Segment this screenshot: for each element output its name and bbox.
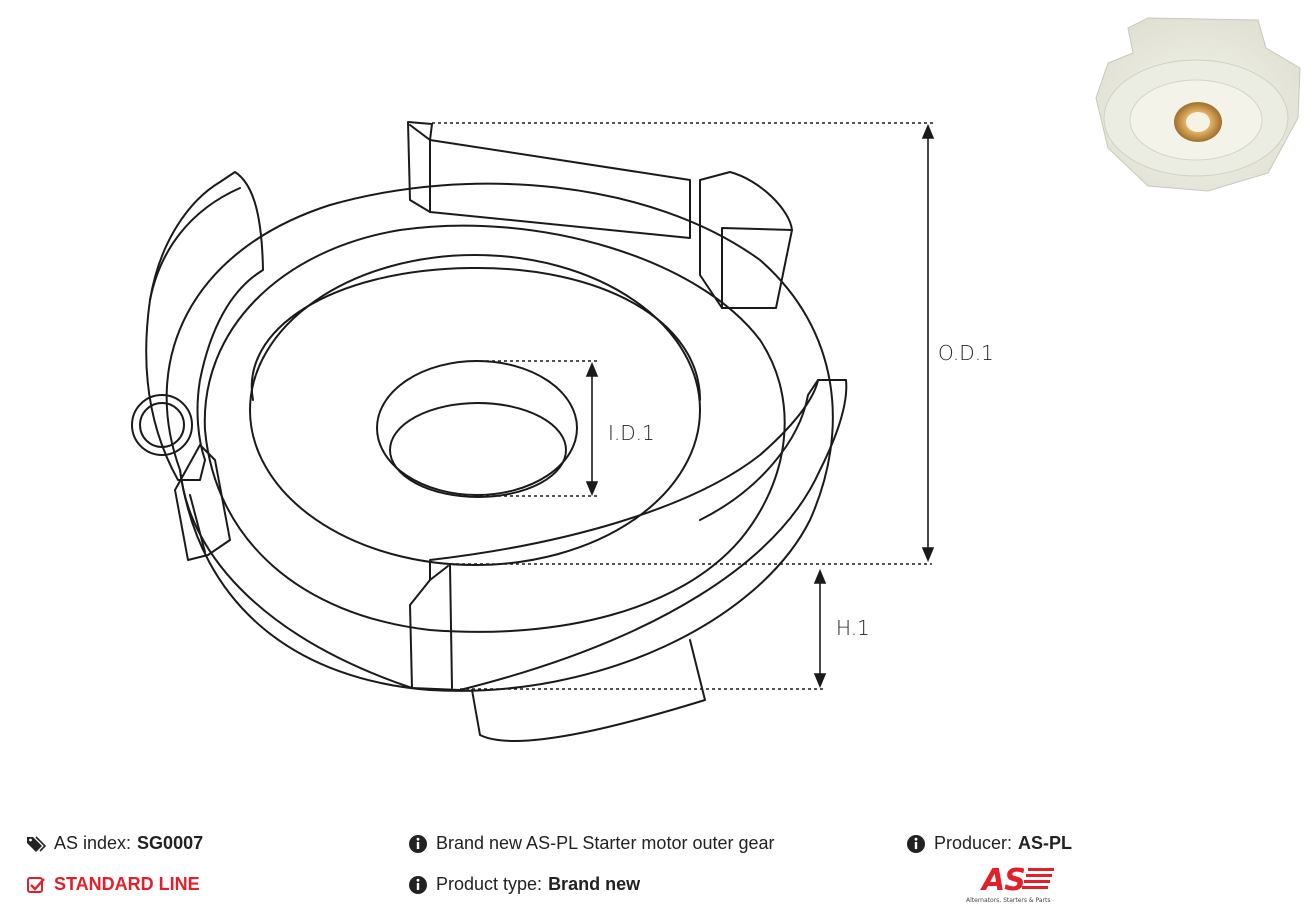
info-circle-icon xyxy=(907,834,925,853)
info-circle-icon xyxy=(409,834,427,853)
bore-outer xyxy=(376,360,578,496)
tab-top xyxy=(407,121,691,239)
technical-drawing: O.D.1 I.D.1 H.1 xyxy=(131,121,994,742)
recess-ring-inner xyxy=(250,266,701,401)
description-text: Brand new AS-PL Starter motor outer gear xyxy=(436,833,775,853)
standard-line-label: STANDARD LINE xyxy=(54,874,200,894)
recess-ring-outer xyxy=(249,254,701,566)
check-square-icon xyxy=(27,876,45,893)
standard-line-row: STANDARD LINE xyxy=(26,874,200,895)
h-label: H.1 xyxy=(836,616,870,640)
arc-tab-front xyxy=(409,379,848,691)
od-label: O.D.1 xyxy=(938,341,994,365)
product-type-label: Product type: xyxy=(436,874,543,894)
product-type-row: Product type: Brand new xyxy=(408,874,640,895)
as-index-value: SG0007 xyxy=(137,833,204,853)
tags-icon xyxy=(27,835,46,852)
producer-value: AS-PL xyxy=(1018,833,1073,853)
producer-row: Producer: AS-PL xyxy=(906,833,1072,854)
id-label: I.D.1 xyxy=(608,421,655,445)
left-boss xyxy=(131,394,193,456)
info-circle-icon xyxy=(409,875,427,894)
outer-rim xyxy=(165,182,834,692)
as-index-label: AS index: xyxy=(54,833,132,853)
as-pl-logo: AS Alternators, Starters & Parts xyxy=(966,863,1054,904)
tab-left-lower xyxy=(174,444,231,561)
tab-right xyxy=(699,171,793,309)
svg-text:AS: AS xyxy=(980,863,1025,898)
product-type-value: Brand new xyxy=(548,874,641,894)
svg-text:Alternators, Starters & Parts: Alternators, Starters & Parts xyxy=(966,897,1051,904)
description-row: Brand new AS-PL Starter motor outer gear xyxy=(408,833,775,854)
as-index-row: AS index: SG0007 xyxy=(26,833,203,854)
bottom-lug xyxy=(471,639,706,742)
inner-floor xyxy=(203,224,786,633)
arc-tab-left xyxy=(145,171,264,481)
producer-label: Producer: xyxy=(934,833,1013,853)
bore-inner xyxy=(389,402,567,498)
product-photo xyxy=(1095,17,1301,192)
